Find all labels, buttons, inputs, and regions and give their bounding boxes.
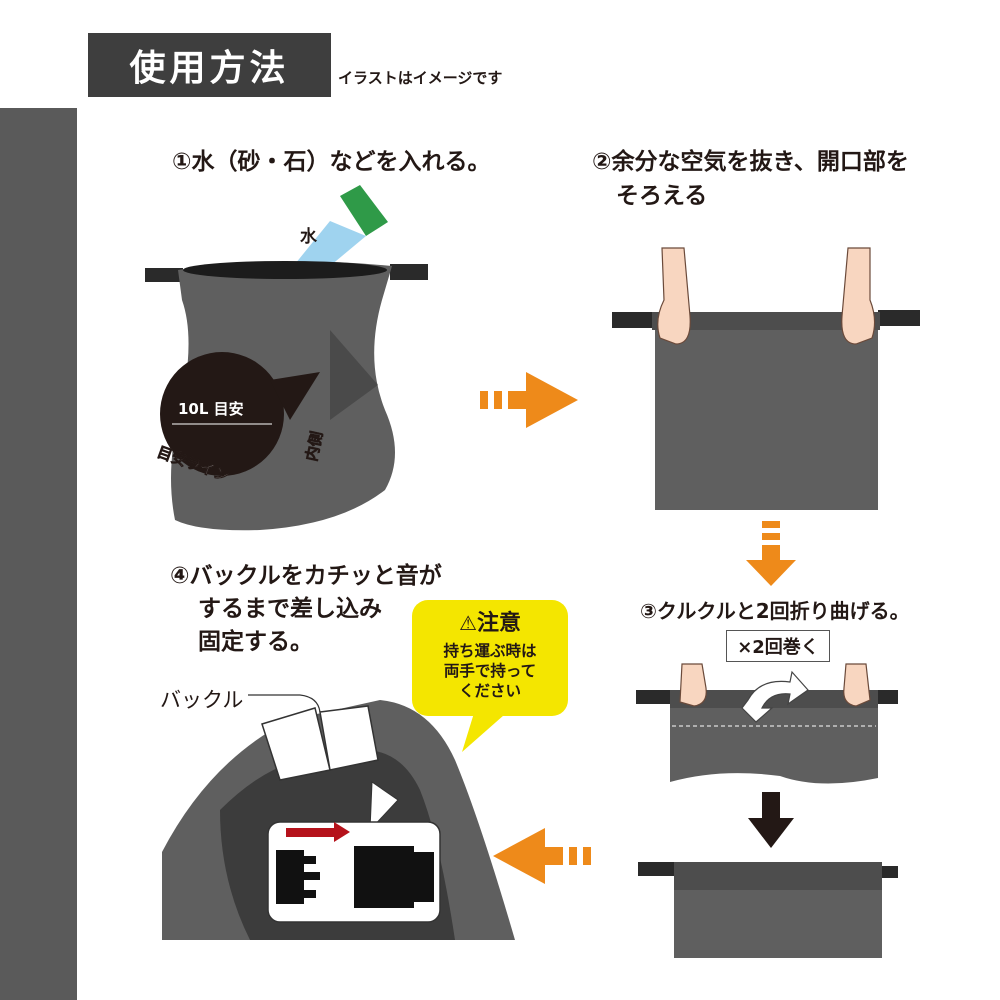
caution-heading: ⚠注意 — [412, 605, 568, 637]
step-4-line-1: ④バックルをカチッと音が — [170, 563, 442, 589]
bag-top-rolled — [670, 708, 878, 784]
buckle-icon-right — [880, 866, 898, 878]
buckle-icon-left — [612, 312, 654, 328]
buckle-icon-right — [878, 310, 920, 326]
bag-rolled-body — [674, 890, 882, 958]
buckle-label: バックル — [160, 688, 244, 712]
caution-bubble — [412, 600, 568, 716]
step-1-caption: ①水（砂・石）などを入れる。 — [172, 149, 491, 175]
buckle-leader-line — [248, 694, 321, 713]
hose-icon — [340, 185, 388, 236]
rolled-top — [674, 862, 882, 890]
step-4-caption: ④バックルをカチッと音が するまで差し込み 固定する。 — [170, 560, 442, 659]
step-4-line-3: 固定する。 — [198, 629, 313, 655]
buckle-icon-left — [145, 268, 183, 282]
caution-body: 持ち運ぶ時は 両手で持って ください — [443, 642, 537, 700]
bag-flattened — [655, 312, 878, 510]
step-2-line-1: ②余分な空気を抜き、開口部を — [592, 149, 909, 175]
roll-times-box: ×2回巻く — [726, 630, 830, 662]
buckle-icon-left — [636, 690, 674, 704]
black-arrow-down-icon — [748, 792, 794, 848]
buckle-icon-right — [390, 264, 428, 280]
caution-title: 注意 — [476, 611, 521, 636]
roll-arrow-icon — [741, 670, 809, 723]
buckle-icon-left — [638, 862, 674, 876]
orange-arrow-down-icon — [746, 521, 796, 586]
step-2-line-2: そろえる — [616, 183, 708, 209]
step-1-illustration: 内側 目安ライン — [145, 185, 428, 531]
buckle-icon-right — [874, 690, 898, 704]
step-3-illustration — [636, 663, 898, 958]
hand-left-icon — [657, 247, 691, 345]
step-2-caption: ②余分な空気を抜き、開口部を そろえる — [592, 145, 909, 213]
step-4-line-2: するまで差し込み — [198, 596, 382, 622]
bag-fold-shadow — [330, 330, 378, 420]
orange-arrow-right-icon — [480, 372, 578, 428]
capacity-badge — [160, 352, 284, 476]
capacity-badge-text: 10L 目安 — [178, 400, 244, 418]
hand-right-icon — [843, 663, 871, 707]
buckle-closeup-icon — [276, 846, 434, 908]
warning-icon: ⚠ — [459, 611, 477, 635]
hand-right-icon — [841, 247, 876, 345]
step-2-illustration — [612, 247, 920, 510]
hand-left-icon — [679, 663, 707, 707]
illustration-note: イラストはイメージです — [338, 69, 503, 87]
step-4-illustration — [162, 694, 515, 940]
water-label: 水 — [300, 227, 317, 247]
orange-arrow-left-icon — [493, 828, 591, 884]
insert-arrow-icon — [286, 828, 334, 837]
step-3-caption: ③クルクルと2回折り曲げる。 — [640, 599, 910, 623]
page-title: 使用方法 — [88, 33, 331, 97]
bag-opening — [183, 261, 387, 279]
left-side-bar — [0, 108, 77, 1000]
buckle-male-icon — [319, 705, 379, 771]
